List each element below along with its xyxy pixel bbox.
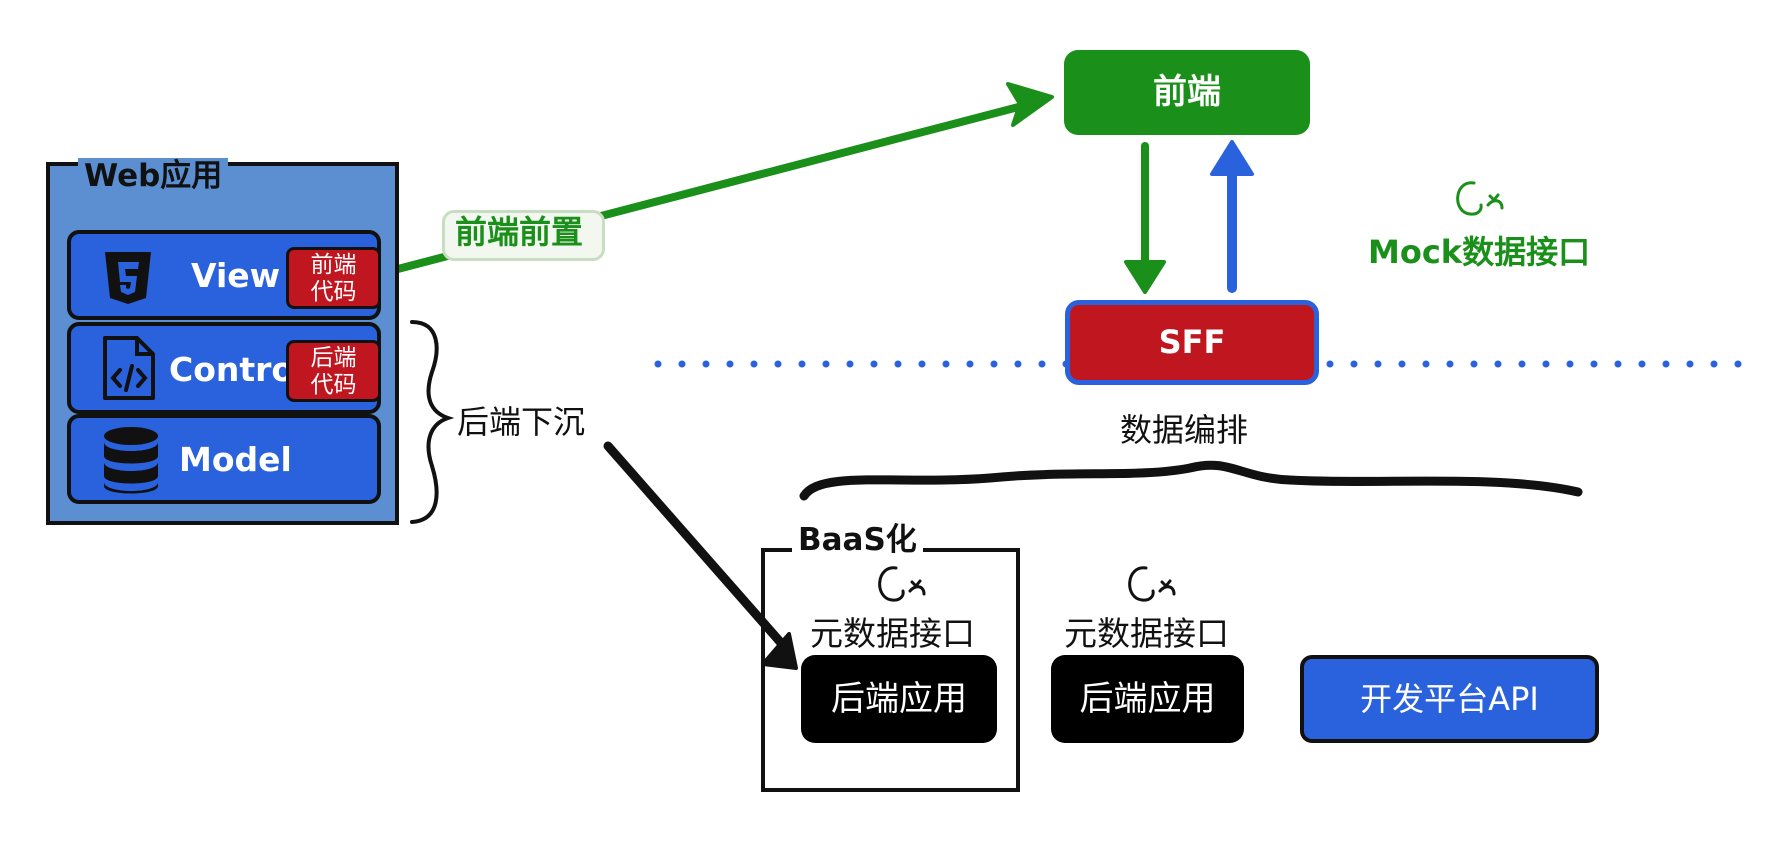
backend-code-line2: 代码 [310,372,357,398]
sff-node: SFF [1065,300,1319,385]
down-arrowhead [1124,260,1166,294]
backend-sink-arrowhead [761,632,798,670]
dev-platform-api-node: 开发平台API [1300,655,1599,743]
html5-icon [105,252,151,304]
orchestration-label: 数据编排 [1120,411,1249,449]
api-hook-icon [1456,181,1504,216]
frontend-code-tag: 前端 代码 [286,247,381,309]
backend-app-2: 后端应用 [1051,655,1244,743]
frontend-code-line1: 前端 [310,252,357,278]
mock-api-label: Mock数据接口 [1368,233,1591,271]
frontend-node: 前端 [1064,50,1310,135]
frontend-forward-label-box [442,210,605,261]
orchestration-wave [799,460,1583,501]
model-layer: Model [67,414,381,504]
meta-api-label-1: 元数据接口 [810,614,975,653]
up-arrowhead [1210,140,1254,176]
view-label: View [191,256,281,295]
webapp-title: Web应用 [78,158,229,194]
code-file-icon [103,336,155,400]
api-hook-icon [1128,566,1176,602]
control-label: Control [169,350,306,389]
backend-code-line1: 后端 [310,345,357,371]
backend-code-tag: 后端 代码 [286,340,381,402]
view-layer: View 前端 代码 [67,230,381,320]
frontend-code-line2: 代码 [310,279,357,305]
meta-api-label-2: 元数据接口 [1064,614,1229,653]
database-icon [104,427,158,494]
model-label: Model [179,440,292,479]
api-hook-icon [878,566,926,602]
brace [410,320,455,524]
control-layer: Control 后端 代码 [67,322,381,414]
backend-sink-label: 后端下沉 [457,403,586,441]
backend-app-1: 后端应用 [801,655,997,743]
backend-sink-arrow [603,441,787,649]
frontend-forward-arrowhead [1006,82,1054,127]
frontend-forward-label: 前端前置 [455,213,584,251]
baas-title: BaaS化 [792,520,923,560]
